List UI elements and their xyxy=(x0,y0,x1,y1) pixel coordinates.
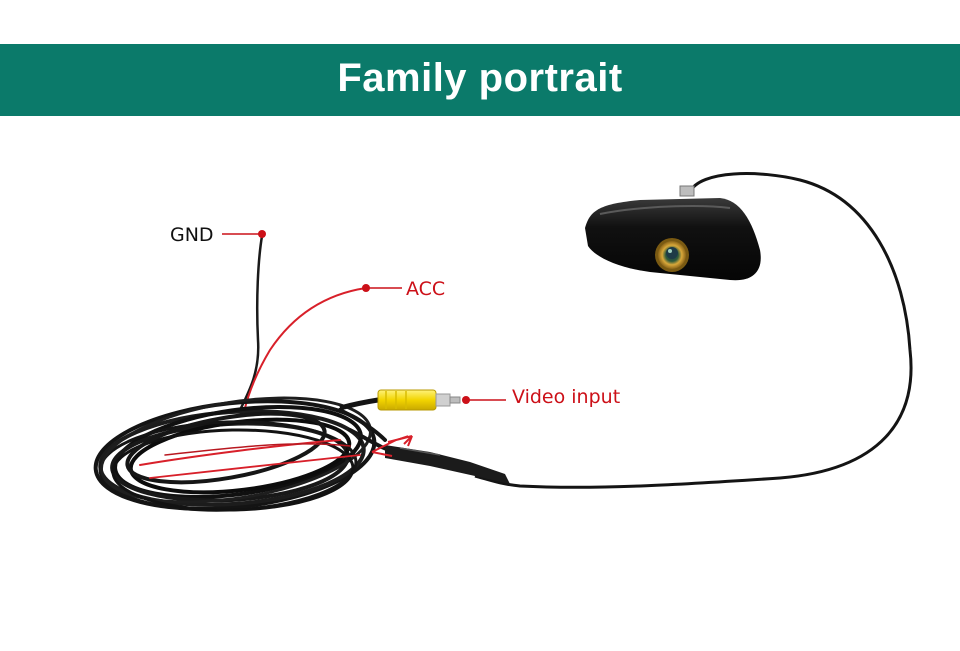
title-banner: Family portrait xyxy=(0,44,960,116)
camera-cable xyxy=(474,172,913,489)
inline-connector xyxy=(371,435,510,484)
video-callout xyxy=(462,396,506,404)
front-camera-icon xyxy=(585,185,761,281)
video-cable xyxy=(339,397,379,411)
cable-coil xyxy=(93,396,397,512)
acc-label: ACC xyxy=(406,278,446,300)
acc-wire xyxy=(243,287,367,413)
gnd-callout xyxy=(222,230,266,238)
banner-title: Family portrait xyxy=(337,55,623,100)
gnd-label: GND xyxy=(170,224,214,246)
gnd-wire xyxy=(238,235,264,411)
acc-callout xyxy=(362,284,402,292)
video-input-label: Video input xyxy=(512,386,621,408)
rca-connector-icon xyxy=(377,389,461,411)
